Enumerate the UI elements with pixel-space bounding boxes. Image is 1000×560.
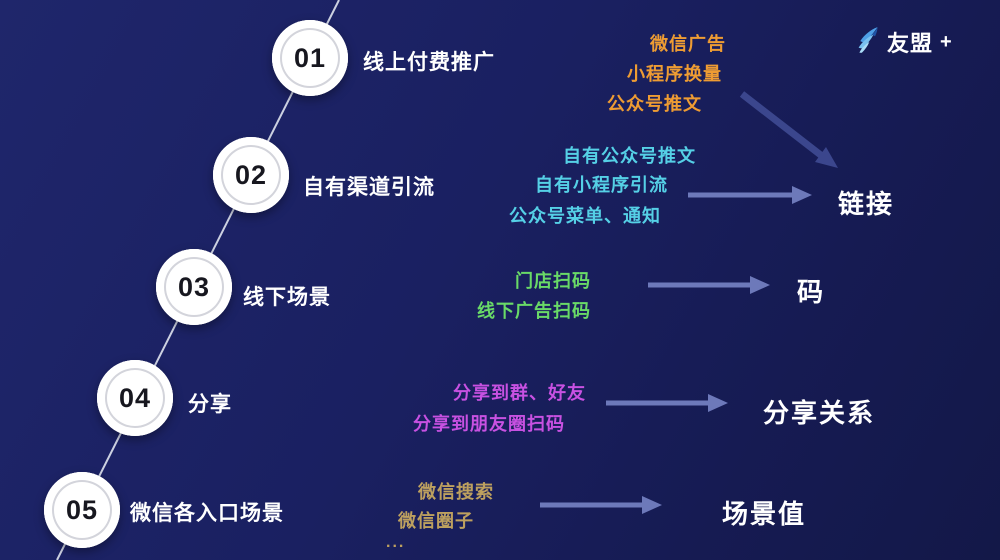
- step-label-share: 分享: [188, 393, 232, 416]
- channel-item-ellipsis: ...: [386, 534, 406, 551]
- step-label-own-channel: 自有渠道引流: [303, 176, 435, 199]
- channel-item-own-official-posts: 自有公众号推文: [563, 146, 696, 166]
- step-number: 01: [293, 42, 327, 73]
- target-share-relation: 分享关系: [763, 398, 876, 428]
- brand-plus: +: [940, 30, 952, 53]
- step-circle-05: 05: [44, 472, 120, 548]
- arrow-own-channel-to-link: [688, 186, 812, 204]
- step-circle-01: 01: [272, 20, 348, 96]
- step-number: 02: [234, 159, 268, 190]
- channel-item-menu-notify: 公众号菜单、通知: [509, 206, 661, 226]
- target-link: 链接: [838, 189, 895, 219]
- channel-item-wechat-ads: 微信广告: [650, 34, 726, 54]
- step-circle-03: 03: [156, 249, 232, 325]
- step-number: 04: [118, 382, 152, 413]
- umeng-logo: 友盟 +: [852, 26, 952, 58]
- channel-item-official-posts: 公众号推文: [607, 94, 702, 114]
- step-label-wechat-entry: 微信各入口场景: [130, 502, 284, 525]
- arrow-offline-to-code: [648, 276, 770, 294]
- channel-item-wechat-search: 微信搜索: [418, 482, 494, 502]
- arrow-online-paid-to-link: [739, 91, 838, 168]
- target-scene-value: 场景值: [722, 499, 807, 529]
- step-number: 03: [177, 271, 211, 302]
- umeng-bird-icon: [858, 27, 878, 53]
- target-code: 码: [797, 277, 826, 307]
- step-label-online-paid: 线上付费推广: [363, 51, 495, 74]
- step-circle-04: 04: [97, 360, 173, 436]
- channel-item-wechat-circle: 微信圈子: [398, 511, 474, 531]
- step-label-offline: 线下场景: [243, 286, 331, 309]
- channel-item-share-moments-scan: 分享到朋友圈扫码: [413, 414, 565, 434]
- step-number: 05: [65, 494, 99, 525]
- channel-item-share-group-friend: 分享到群、好友: [453, 383, 586, 403]
- channel-item-miniapp-exchange: 小程序换量: [627, 64, 722, 84]
- arrow-share-to-share-relation: [606, 394, 728, 412]
- channel-item-offline-ad-scan: 线下广告扫码: [477, 301, 591, 321]
- channel-item-own-miniapp-flow: 自有小程序引流: [535, 175, 668, 195]
- arrow-wechat-entry-to-scene-value: [540, 496, 662, 514]
- brand-name: 友盟: [887, 31, 934, 56]
- channel-item-store-scan: 门店扫码: [515, 271, 591, 291]
- step-circle-02: 02: [213, 137, 289, 213]
